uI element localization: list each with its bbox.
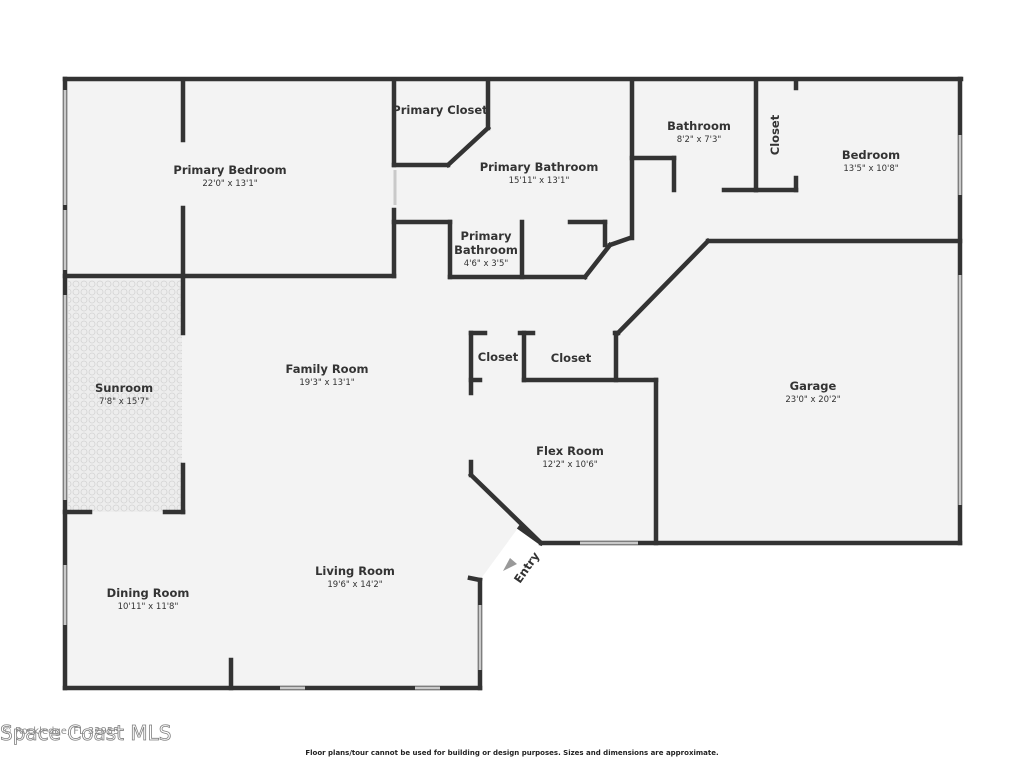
primary-bathroom-small-name-1: Primary bbox=[461, 229, 512, 243]
watermark-brand: Space Coast MLS bbox=[0, 721, 171, 745]
primary-bathroom-small-dim: 4'6" x 3'5" bbox=[464, 259, 509, 269]
living-room-name: Living Room bbox=[315, 564, 395, 578]
entry-arrow-icon bbox=[503, 558, 517, 571]
dining-room-name: Dining Room bbox=[107, 586, 190, 600]
entry-label: Entry bbox=[511, 549, 543, 586]
bedroom-closet-name: Closet bbox=[768, 114, 782, 155]
primary-closet-name: Primary Closet bbox=[392, 103, 488, 117]
family-room-name: Family Room bbox=[286, 362, 369, 376]
flex-room-dim: 12'2" x 10'6" bbox=[542, 460, 597, 470]
primary-bathroom-small-name-2: Bathroom bbox=[454, 243, 518, 257]
watermark: Space Coast MLS © Rockledge, FL 32955 bbox=[0, 721, 172, 746]
bathroom-dim: 8'2" x 7'3" bbox=[677, 135, 722, 145]
dining-room-dim: 10'11" x 11'8" bbox=[118, 602, 179, 612]
bedroom-name: Bedroom bbox=[842, 148, 900, 162]
flex-room-name: Flex Room bbox=[536, 444, 604, 458]
family-room-dim: 19'3" x 13'1" bbox=[299, 378, 354, 388]
bedroom-dim: 13'5" x 10'8" bbox=[843, 164, 898, 174]
entry-marker: Entry bbox=[503, 549, 543, 586]
primary-bathroom-dim: 15'11" x 13'1" bbox=[509, 176, 570, 186]
sunroom-dim: 7'8" x 15'7" bbox=[99, 397, 149, 407]
room-labels: Primary Bedroom 22'0" x 13'1" Primary Cl… bbox=[95, 103, 900, 612]
primary-bathroom-name: Primary Bathroom bbox=[480, 160, 599, 174]
living-room-dim: 19'6" x 14'2" bbox=[327, 580, 382, 590]
sunroom-tile-floor bbox=[68, 280, 182, 512]
bathroom-name: Bathroom bbox=[667, 119, 731, 133]
sunroom-name: Sunroom bbox=[95, 381, 153, 395]
garage-dim: 23'0" x 20'2" bbox=[785, 395, 840, 405]
interior-walls bbox=[62, 77, 963, 691]
closet-2-name: Closet bbox=[551, 351, 592, 365]
watermark-location: © Rockledge, FL 32955 bbox=[2, 726, 120, 737]
primary-bedroom-dim: 22'0" x 13'1" bbox=[202, 179, 257, 189]
closet-1-name: Closet bbox=[478, 350, 519, 364]
garage-name: Garage bbox=[790, 379, 837, 393]
floor-area bbox=[65, 80, 960, 688]
footer-disclaimer: Floor plans/tour cannot be used for buil… bbox=[305, 749, 718, 757]
windows bbox=[63, 90, 962, 690]
primary-bedroom-name: Primary Bedroom bbox=[173, 163, 286, 177]
